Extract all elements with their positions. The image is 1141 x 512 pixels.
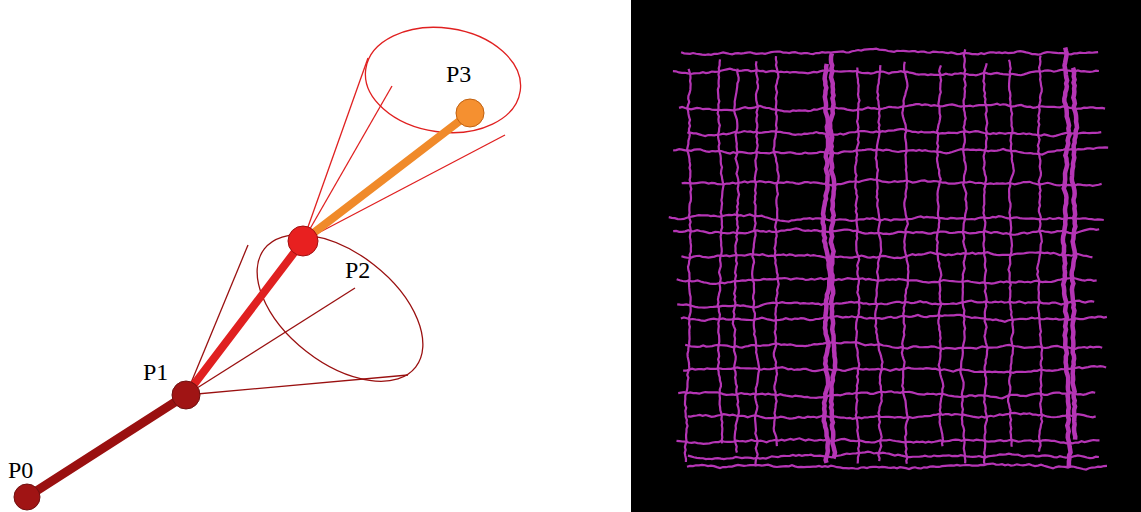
fiber: [688, 413, 1096, 419]
cone-2: [303, 18, 527, 241]
fiber: [669, 215, 1104, 222]
fiber: [983, 63, 987, 465]
fiber: [960, 49, 966, 463]
point-label: P0: [8, 458, 33, 482]
fiber: [681, 49, 1098, 55]
fiber: [1072, 68, 1077, 440]
fiber: [1037, 56, 1042, 452]
fiber: [681, 252, 1092, 258]
fiber: [678, 391, 1095, 398]
fiber: [774, 56, 779, 446]
fiber: [687, 463, 1107, 469]
fiber-grid: [669, 47, 1108, 469]
fiber: [855, 68, 859, 464]
fiber: [1063, 47, 1071, 467]
fiber: [677, 301, 1094, 308]
link-chain: [27, 113, 470, 497]
fiber: [718, 59, 724, 443]
fiber: [685, 342, 1102, 349]
fiber: [677, 278, 1097, 284]
fiber: [673, 147, 1108, 154]
fiber: [685, 69, 692, 462]
joint-dots: [14, 99, 484, 510]
fiber: [683, 366, 1106, 373]
dark-panel: [631, 0, 1141, 512]
fiber: [681, 315, 1107, 322]
point-label: P2: [345, 258, 370, 282]
fiber: [733, 69, 739, 453]
fiber: [752, 61, 759, 466]
fiber: [679, 104, 1105, 112]
fiber: [830, 53, 835, 458]
fiber: [937, 65, 944, 446]
fiber: [875, 65, 882, 461]
point-label: P1: [143, 360, 168, 384]
fiber: [676, 438, 1099, 444]
fiber: [1008, 60, 1014, 447]
point-label: P3: [446, 62, 471, 86]
fiber: [688, 452, 1099, 460]
fiber: [902, 62, 909, 464]
cone-1: [186, 206, 450, 411]
